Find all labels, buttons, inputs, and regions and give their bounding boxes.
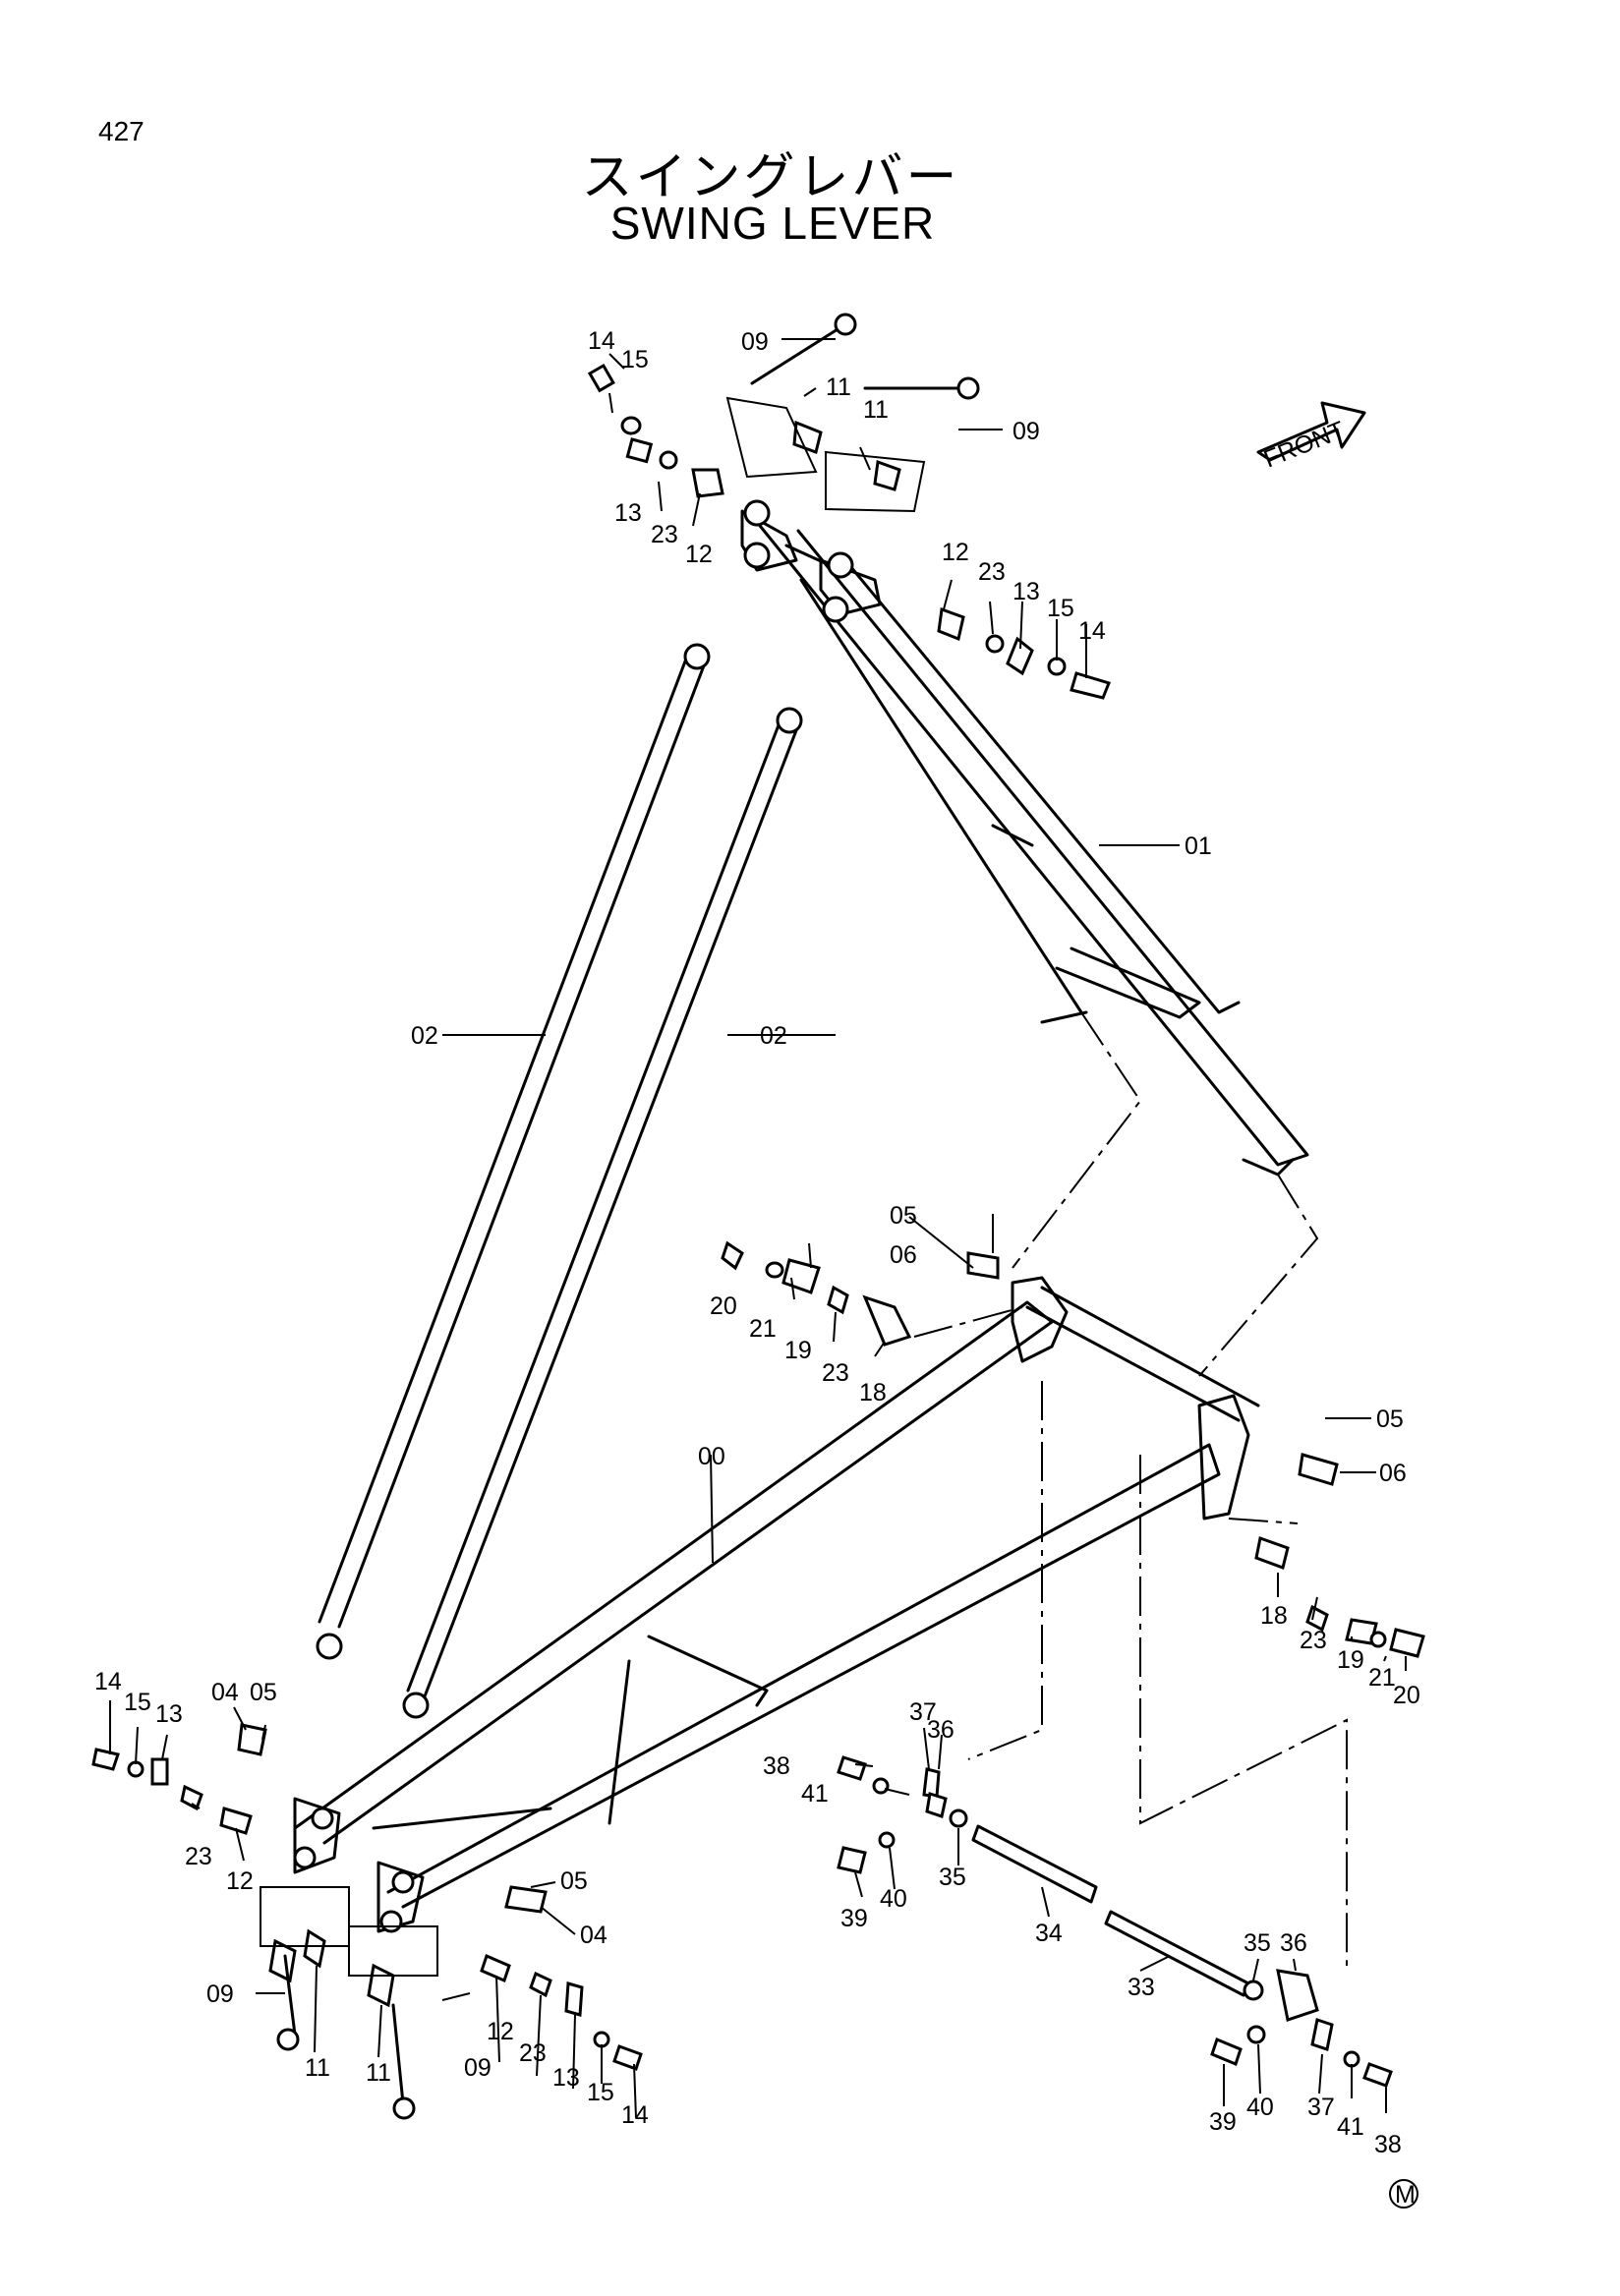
callout-20-right: 20 [1393,1682,1420,1709]
callout-15-lower: 15 [587,2079,614,2106]
callout-39-center: 39 [840,1905,868,1932]
callout-11-bottom-center: 11 [366,2059,391,2087]
callout-41-right: 41 [1337,2113,1364,2141]
callout-15-top-left: 15 [621,346,649,373]
callout-12-lower: 12 [487,2018,514,2045]
front-arrow-icon: FRONT [1256,401,1366,474]
page-number: 427 [98,116,145,146]
callout-09-top-right: 09 [1012,418,1040,445]
callout-02-right: 02 [760,1022,787,1050]
callout-35-right: 35 [1244,1929,1271,1957]
shafts [971,1824,1250,1997]
callout-21-right: 21 [1368,1664,1396,1692]
callout-18-upper: 18 [859,1379,887,1406]
callout-01: 01 [1185,832,1212,860]
callout-23-top-right: 23 [978,558,1006,586]
callout-05-left: 05 [250,1679,277,1706]
swing-lever-frame [740,499,1309,1177]
callout-21-upper: 21 [749,1315,777,1343]
callout-04-lower: 04 [580,1922,608,1949]
front-label: FRONT [1260,416,1349,473]
callout-37-center: 37 [909,1698,937,1726]
callout-23-upper: 23 [822,1359,849,1387]
title-english: SWING LEVER [609,198,936,249]
callout-33: 33 [1128,1974,1155,2001]
callout-11-top-left: 11 [826,373,851,401]
callout-09-top-left: 09 [741,328,769,356]
callout-19-upper: 19 [784,1337,812,1364]
callout-12-top-left: 12 [685,541,713,568]
m-mark-icon: M [1389,2179,1418,2209]
title-japanese: スイングレバー [581,148,960,207]
callout-09-bottom-left: 09 [206,1980,234,2008]
callout-06-upper: 06 [890,1241,917,1269]
callout-labels: 09 11 11 09 14 15 13 23 12 12 23 13 15 1… [94,327,1420,2158]
callout-11-bottom-left: 11 [305,2054,330,2082]
svg-text:M: M [1395,2181,1416,2209]
small-parts [91,313,1425,2120]
callout-11-top-right: 11 [863,396,889,424]
callout-18-right: 18 [1260,1602,1288,1630]
callout-04-left: 04 [211,1679,239,1706]
callout-15-top-right: 15 [1047,595,1074,622]
callout-40-right: 40 [1246,2094,1274,2121]
callout-23-right: 23 [1300,1627,1327,1654]
callout-40-center: 40 [880,1885,907,1913]
callout-12-top-right: 12 [942,539,969,566]
callout-39-right: 39 [1209,2108,1237,2136]
leader-lines [109,338,1407,2119]
tie-rods [316,643,803,1719]
callout-06-right: 06 [1379,1460,1407,1487]
callout-13-bottom-left: 13 [155,1700,183,1728]
guide-lines [260,396,1348,1977]
callout-36-center: 36 [927,1716,955,1744]
callout-38-right: 38 [1374,2131,1402,2158]
callout-13-top-right: 13 [1012,578,1040,605]
callout-02-left: 02 [411,1022,438,1050]
callout-13-lower: 13 [552,2064,580,2092]
callout-23-top-left: 23 [651,521,678,548]
callout-14-top-left: 14 [588,327,615,355]
callout-00: 00 [698,1443,725,1470]
callout-19-right: 19 [1337,1646,1364,1674]
callout-12-bottom-left: 12 [226,1867,254,1895]
callout-13-top-left: 13 [614,499,642,527]
callout-34: 34 [1035,1920,1063,1947]
callout-36-right: 36 [1280,1929,1307,1957]
callout-23-bottom-left: 23 [185,1843,212,1870]
callout-14-bottom-left: 14 [94,1668,122,1695]
callout-09-bottom-center: 09 [464,2054,492,2082]
callout-15-bottom-left: 15 [124,1689,151,1716]
callout-35-center: 35 [939,1864,966,1891]
callout-05-upper: 05 [890,1202,917,1230]
callout-20-upper: 20 [710,1292,737,1320]
callout-14-top-right: 14 [1078,617,1106,645]
callout-05-lower: 05 [560,1867,588,1895]
callout-23-lower: 23 [519,2039,547,2067]
callout-14-lower: 14 [621,2101,649,2129]
callout-41-center: 41 [801,1780,829,1808]
base-frame [293,1276,1260,1933]
callout-38-center: 38 [763,1752,790,1780]
callout-37-right: 37 [1307,2094,1335,2121]
callout-05-right: 05 [1376,1406,1404,1433]
